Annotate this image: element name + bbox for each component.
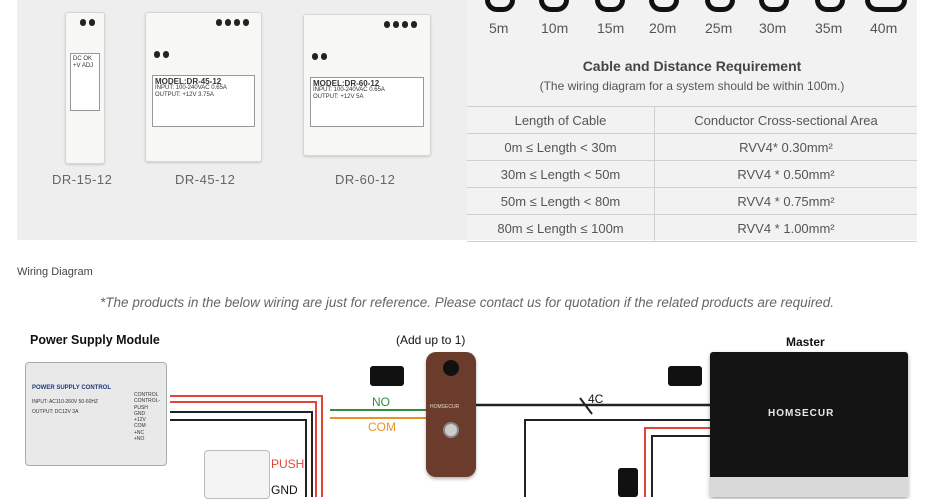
master-label: Master <box>786 335 825 349</box>
wire-push-label: PUSH <box>271 457 305 471</box>
table-header-row: Length of Cable Conductor Cross-sectiona… <box>467 106 917 134</box>
card-reader-icon <box>370 366 404 386</box>
cable-length-label: 30m <box>759 20 787 36</box>
table-cell: RVV4 * 0.50mm² <box>654 160 917 188</box>
table-row: 30m ≤ Length < 50m RVV4 * 0.50mm² <box>467 160 917 188</box>
wire-no-label: NO <box>372 395 390 409</box>
cable-length-label: 15m <box>597 20 625 36</box>
module-output: OUTPUT: +12V 5A <box>313 94 364 100</box>
power-module-label: DR-60-12 <box>335 172 396 187</box>
module-model: MODEL:DR-60-12 <box>313 79 380 88</box>
module-model: MODEL:DR-45-12 <box>155 77 222 86</box>
psu-terminal-label: GND <box>134 410 146 417</box>
wire-dark <box>170 419 307 497</box>
call-button-icon <box>443 422 459 438</box>
module-plate: MODEL:DR-45-12 INPUT: 100-240VAC 0.65A O… <box>152 75 255 127</box>
table-row: 80m ≤ Length ≤ 100m RVV4 * 1.00mm² <box>467 214 917 242</box>
table-header: Conductor Cross-sectional Area <box>654 106 917 134</box>
power-module-dr15: DC OK +V ADJ <box>65 12 105 164</box>
module-plate: DC OK +V ADJ <box>70 53 100 111</box>
table-cell: 80m ≤ Length ≤ 100m <box>467 214 655 242</box>
wire-dark <box>651 435 710 497</box>
card-reader-icon <box>618 468 638 497</box>
table-cell: 0m ≤ Length < 30m <box>467 133 655 161</box>
psu-terminal-label: +NC <box>134 429 145 436</box>
module-plate: MODEL:DR-60-12 INPUT: 100-240VAC 0.65A O… <box>310 77 424 127</box>
wiring-note: *The products in the below wiring are ju… <box>100 295 834 310</box>
module-input: INPUT: 100-240VAC 0.65A <box>313 87 385 93</box>
cable-length-label: 10m <box>541 20 569 36</box>
cable-length-label: 25m <box>705 20 733 36</box>
power-module-dr45: MODEL:DR-45-12 INPUT: 100-240VAC 0.65A O… <box>145 12 262 162</box>
module-output: OUTPUT: +12V 3.75A <box>155 92 214 98</box>
cable-coil-icon <box>759 0 789 12</box>
wire-red <box>170 395 323 497</box>
power-modules-area: DC OK +V ADJ DR-15-12 MODEL:DR-45-12 INP… <box>17 0 467 240</box>
master-monitor: HOMSECUR <box>710 352 908 497</box>
cable-mark <box>579 397 593 415</box>
cable-coil-icon <box>815 0 845 12</box>
psu-plate-input: INPUT: AC110-260V 50-60HZ <box>32 399 99 405</box>
cable-coil-icon <box>649 0 679 12</box>
table-header: Length of Cable <box>467 106 655 134</box>
cable-coil-icon <box>485 0 515 12</box>
wire-dark <box>524 419 710 497</box>
psu-plate-output: OUTPUT: DC12V 3A <box>32 409 79 415</box>
monitor-brand: HOMSECUR <box>768 408 835 419</box>
cable-coil-icon <box>865 0 907 12</box>
psu-title: Power Supply Module <box>30 333 160 347</box>
cable-length-label: 40m <box>870 20 898 36</box>
wire-com-label: COM <box>368 420 396 434</box>
psu-terminal-label: COM <box>134 423 146 430</box>
cable-coil-icon <box>539 0 569 12</box>
outdoor-label: (Add up to 1) <box>396 333 466 347</box>
psu-terminal-label: CONTROL <box>134 392 159 398</box>
wire-4c-label: 4C <box>588 392 604 406</box>
psu-terminal-label: +NO <box>134 436 145 443</box>
cable-coil-icon <box>705 0 735 12</box>
wire-dark <box>170 411 313 497</box>
distance-table: Length of Cable Conductor Cross-sectiona… <box>467 106 917 242</box>
power-module-label: DR-45-12 <box>175 172 236 187</box>
power-supply-box: POWER SUPPLY CONTROL INPUT: AC110-260V 5… <box>25 362 167 466</box>
table-cell: RVV4* 0.30mm² <box>654 133 917 161</box>
monitor-bezel <box>710 477 908 497</box>
cable-coil-icon <box>595 0 625 12</box>
wire-red <box>644 427 710 497</box>
power-module-dr60: MODEL:DR-60-12 INPUT: 100-240VAC 0.65A O… <box>303 14 431 156</box>
cable-section-subtitle: (The wiring diagram for a system should … <box>539 79 845 93</box>
card-reader-icon <box>668 366 702 386</box>
cable-length-label: 20m <box>649 20 677 36</box>
cable-section-title: Cable and Distance Requirement <box>582 58 802 74</box>
power-module-label: DR-15-12 <box>52 172 113 187</box>
table-cell: RVV4 * 1.00mm² <box>654 214 917 242</box>
wiring-title: Wiring Diagram <box>17 266 93 278</box>
wire-red <box>170 401 317 497</box>
psu-plate-title: POWER SUPPLY CONTROL <box>32 385 112 391</box>
table-cell: 30m ≤ Length < 50m <box>467 160 655 188</box>
psu-terminal-label: PUSH <box>134 404 148 411</box>
module-input: INPUT: 100-240VAC 0.65A <box>155 85 227 91</box>
wiring-lines <box>170 395 710 497</box>
psu-terminal-label: +12V <box>134 417 146 424</box>
cable-length-label: 5m <box>489 20 509 36</box>
table-row: 0m ≤ Length < 30m RVV4* 0.30mm² <box>467 133 917 161</box>
camera-lens-icon <box>443 360 459 376</box>
table-cell: RVV4 * 0.75mm² <box>654 187 917 215</box>
table-cell: 50m ≤ Length < 80m <box>467 187 655 215</box>
wire-gnd-label: GND <box>271 483 298 497</box>
table-row: 50m ≤ Length < 80m RVV4 * 0.75mm² <box>467 187 917 215</box>
psu-terminal-label: CONTROL- <box>134 398 161 405</box>
exit-button-device <box>204 450 270 499</box>
outdoor-brand: HOMSECUR <box>430 404 460 410</box>
psu-terminal-block: CONTROL CONTROL- PUSH GND +12V COM +NC +… <box>134 392 168 444</box>
outdoor-camera-unit: HOMSECUR <box>426 352 476 477</box>
cable-length-label: 35m <box>815 20 843 36</box>
